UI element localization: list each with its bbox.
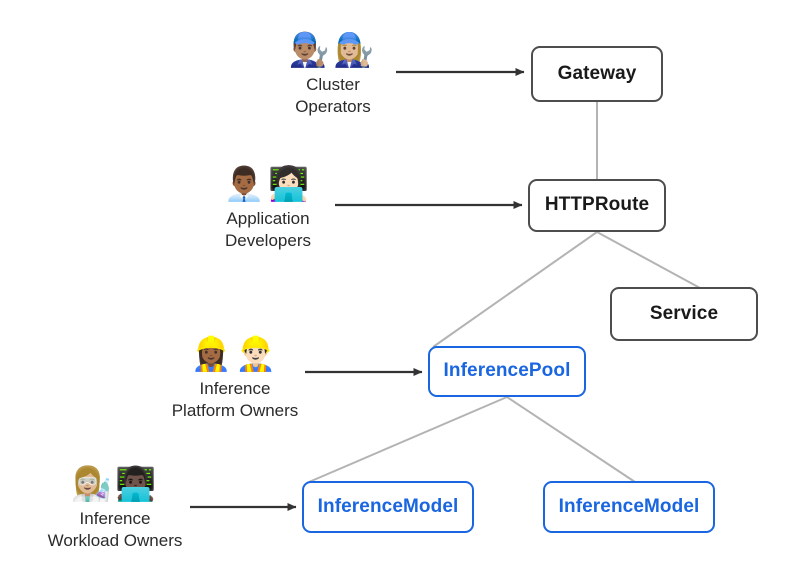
node-label: Gateway [557,62,637,84]
node-inferencemodel1: InferenceModel [302,481,474,533]
persona-label: Inference Platform Owners [171,379,299,420]
persona-label: Inference Workload Owners [47,509,183,550]
persona-arrows [190,68,525,511]
node-label: InferenceModel [558,495,700,517]
persona-cluster-operators: 👨🏽‍🔧👩🏼‍🔧 Cluster Operators [228,29,438,118]
edge-httproute-service [596,231,701,289]
edge-pool-model2 [506,396,636,483]
persona-label: Application Developers [225,209,311,250]
man-office-worker-icon: 👨🏾‍💼👩🏻‍💻 [223,164,313,202]
node-inferencepool: InferencePool [428,346,586,397]
node-gateway: Gateway [531,46,663,102]
node-label: HTTPRoute [544,194,650,216]
node-inferencemodel2: InferenceModel [543,481,715,533]
node-service: Service [610,287,758,341]
node-label: InferencePool [443,360,571,382]
persona-inference-platform-owners: 👷🏾‍♀️👷🏻‍♂️ Inference Platform Owners [130,333,340,422]
node-label: Service [649,302,719,324]
persona-label: Cluster Operators [295,75,371,116]
node-label: InferenceModel [317,495,459,517]
man-mechanic-icon: 👨🏽‍🔧👩🏼‍🔧 [288,30,378,68]
node-httproute: HTTPRoute [528,179,666,232]
woman-construction-worker-icon: 👷🏾‍♀️👷🏻‍♂️ [190,334,280,372]
persona-inference-workload-owners: 👩🏼‍🔬👨🏿‍💻 Inference Workload Owners [10,463,220,552]
woman-scientist-icon: 👩🏼‍🔬👨🏿‍💻 [70,464,160,502]
edge-httproute-inferencepool [432,231,598,348]
persona-application-developers: 👨🏾‍💼👩🏻‍💻 Application Developers [163,163,373,252]
